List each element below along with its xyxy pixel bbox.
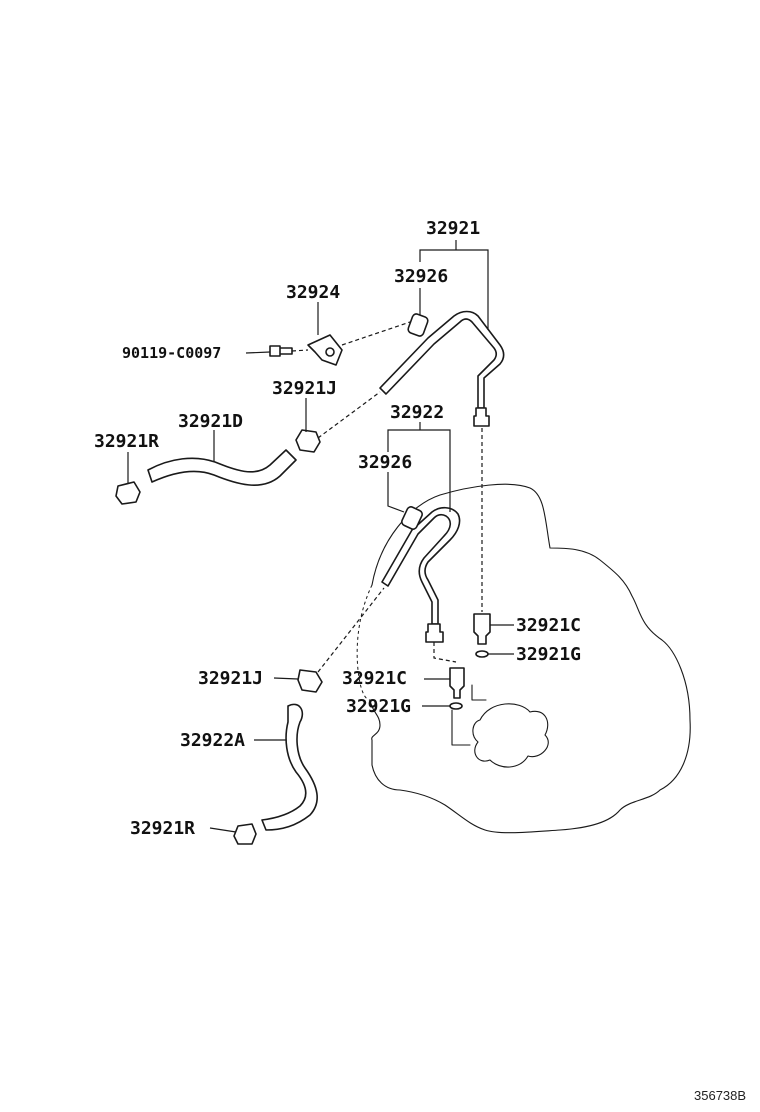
bracket-to-tube-dash: [341, 321, 411, 346]
label-32921J-bottom: 32921J: [198, 668, 263, 689]
part-labels: 32921 32926 32924 90119-C0097 32921J 329…: [94, 218, 581, 839]
bracket-body: [307, 334, 343, 366]
transmission-housing: [356, 483, 691, 834]
hose-32921D: [115, 391, 381, 505]
union-32921C-right: [473, 613, 491, 645]
housing-outline: [369, 483, 691, 834]
label-32921C-right: 32921C: [516, 615, 581, 636]
hose-32921D-body: [147, 449, 297, 486]
clamp-32921R-upper: [115, 481, 141, 505]
leader-32921J-bottom: [273, 677, 299, 680]
leader-90119: [245, 351, 271, 354]
clamp-32921J-upper: [295, 429, 321, 453]
bolt-leader-dash: [291, 349, 309, 352]
hose-to-tube-dash-upper: [317, 391, 381, 439]
hose-32922A: [233, 587, 385, 845]
label-32921: 32921: [426, 218, 480, 239]
diagram-reference-code: 356738B: [694, 1088, 746, 1103]
clamp-32921J-lower: [297, 669, 323, 693]
housing-port-detail: [451, 684, 487, 746]
unions-and-gaskets: [449, 428, 491, 710]
leader-32921: [419, 240, 489, 330]
bolt-90119-C0097: [269, 345, 293, 357]
oring-32921G-middle: [449, 702, 463, 710]
label-32921R-top: 32921R: [94, 431, 159, 452]
label-32921C-mid: 32921C: [342, 668, 407, 689]
hose-32922A-body: [261, 703, 318, 831]
hose-to-tube-dash-lower: [317, 587, 385, 673]
housing-boss: [472, 703, 549, 768]
label-32926-top: 32926: [394, 266, 448, 287]
label-32921J-top: 32921J: [272, 378, 337, 399]
oring-32921G-right: [475, 650, 489, 658]
label-32921D: 32921D: [178, 411, 243, 432]
clamp-32921R-lower: [233, 823, 257, 845]
bracket-hole: [325, 347, 335, 357]
fitting-to-union-dash: [433, 642, 457, 663]
tube-fitting-upper: [473, 407, 490, 427]
bracket-32924: [269, 321, 411, 366]
sleeve-32926-upper: [407, 313, 429, 337]
label-32921G-mid: 32921G: [346, 696, 411, 717]
leader-lines: [127, 240, 514, 833]
leader-32921R-bottom: [209, 827, 237, 833]
leader-32926-mid: [387, 472, 405, 513]
tube-assembly-32922: [381, 506, 461, 663]
label-32926-mid: 32926: [358, 452, 412, 473]
tube-fitting-middle: [425, 623, 444, 643]
label-90119-C0097: 90119-C0097: [122, 344, 221, 362]
leader-32922: [387, 422, 451, 512]
label-32922: 32922: [390, 402, 444, 423]
label-32921R-bottom: 32921R: [130, 818, 195, 839]
union-32921C-middle: [449, 667, 465, 699]
label-32921G-right: 32921G: [516, 644, 581, 665]
tube-assembly-32921: [379, 310, 505, 427]
metal-tube-middle: [381, 506, 461, 625]
sleeve-32926-middle: [401, 506, 423, 530]
label-32922A: 32922A: [180, 730, 245, 751]
housing-hidden-edge: [356, 584, 373, 701]
label-32924: 32924: [286, 282, 340, 303]
